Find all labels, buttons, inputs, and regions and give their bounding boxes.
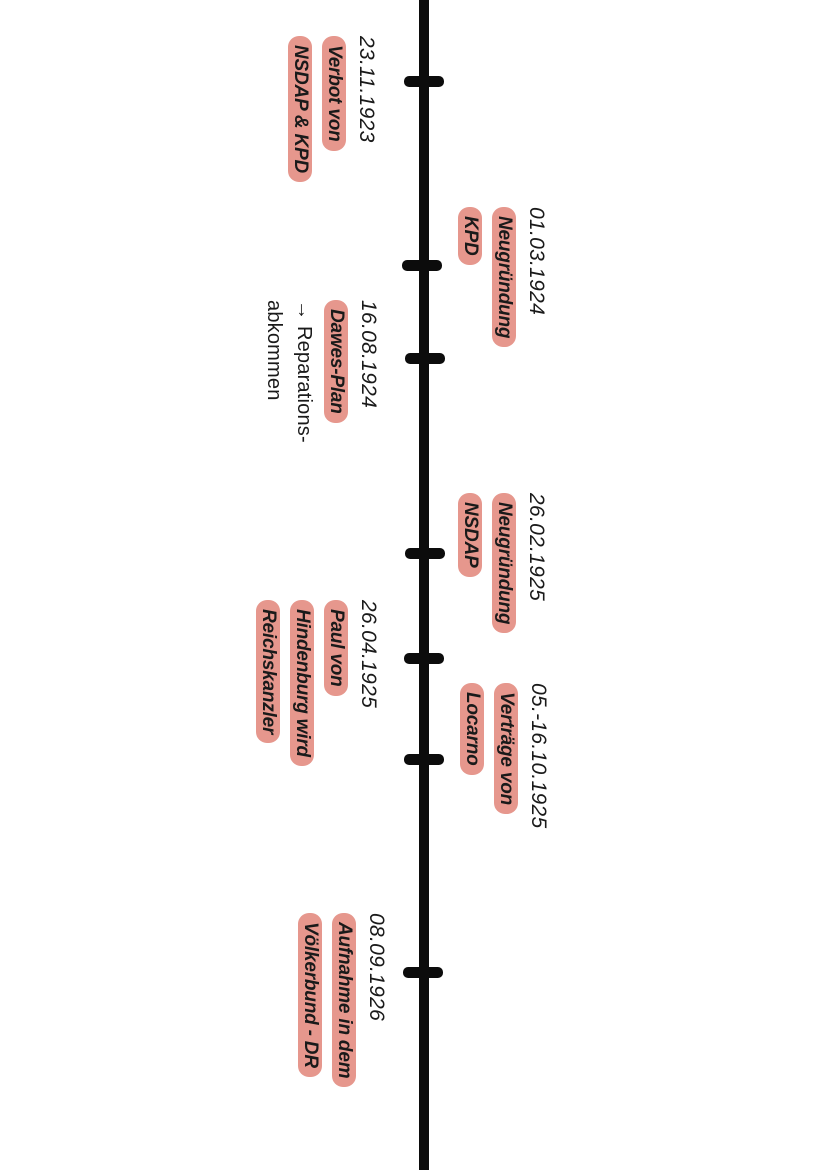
event-title-line: Paul von	[324, 600, 348, 696]
timeline-tick	[404, 76, 444, 87]
timeline-tick	[405, 548, 445, 559]
event-note-line: abkommen	[263, 300, 285, 401]
event-date: 23.11.1923	[355, 36, 378, 143]
event-title-line: Verbot von	[322, 36, 346, 151]
event-title-line: Völkerbund - DR	[298, 913, 322, 1077]
event-date: 26.02.1925	[525, 493, 548, 602]
timeline-tick	[402, 260, 442, 271]
event-title-line: KPD	[458, 207, 482, 265]
event-title-line: Neugründung	[492, 493, 516, 634]
event-title-line: Neugründung	[492, 207, 516, 348]
timeline-axis	[419, 0, 429, 1170]
timeline-event: 08.09.1926 Aufnahme in dem Völkerbund - …	[293, 913, 391, 1088]
event-date: 26.04.1925	[357, 600, 380, 709]
timeline-event: 16.08.1924 Dawes-Plan → Reparations- abk…	[259, 300, 383, 443]
timeline-event: 23.11.1923 Verbot von NSDAP & KPD	[283, 36, 381, 182]
event-date: 05.-16.10.1925	[527, 683, 550, 829]
timeline-event: 01.03.1924 Neugründung KPD	[453, 207, 551, 348]
timeline-event: 05.-16.10.1925 Verträge von Locarno	[455, 683, 553, 829]
event-note-line: → Reparations-	[293, 300, 315, 443]
event-date: 08.09.1926	[365, 913, 388, 1022]
event-title-line: Dawes-Plan	[324, 300, 348, 423]
timeline-event: 26.02.1925 Neugründung NSDAP	[453, 493, 551, 634]
event-title-line: Aufnahme in dem	[332, 913, 356, 1088]
timeline-tick	[404, 653, 444, 664]
timeline-tick	[404, 754, 444, 765]
event-title-line: Reichskanzler	[256, 600, 280, 744]
timeline-event: 26.04.1925 Paul von Hindenburg wird Reic…	[251, 600, 383, 766]
event-title-line: Locarno	[460, 683, 484, 775]
event-title-line: NSDAP	[458, 493, 482, 577]
event-title-line: Hindenburg wird	[290, 600, 314, 766]
event-date: 01.03.1924	[525, 207, 548, 316]
timeline-tick	[403, 967, 443, 978]
event-title-line: Verträge von	[494, 683, 518, 815]
event-date: 16.08.1924	[357, 300, 380, 409]
event-title-line: NSDAP & KPD	[288, 36, 312, 182]
event-note: → Reparations- abkommen	[259, 300, 319, 443]
timeline-tick	[405, 353, 445, 364]
